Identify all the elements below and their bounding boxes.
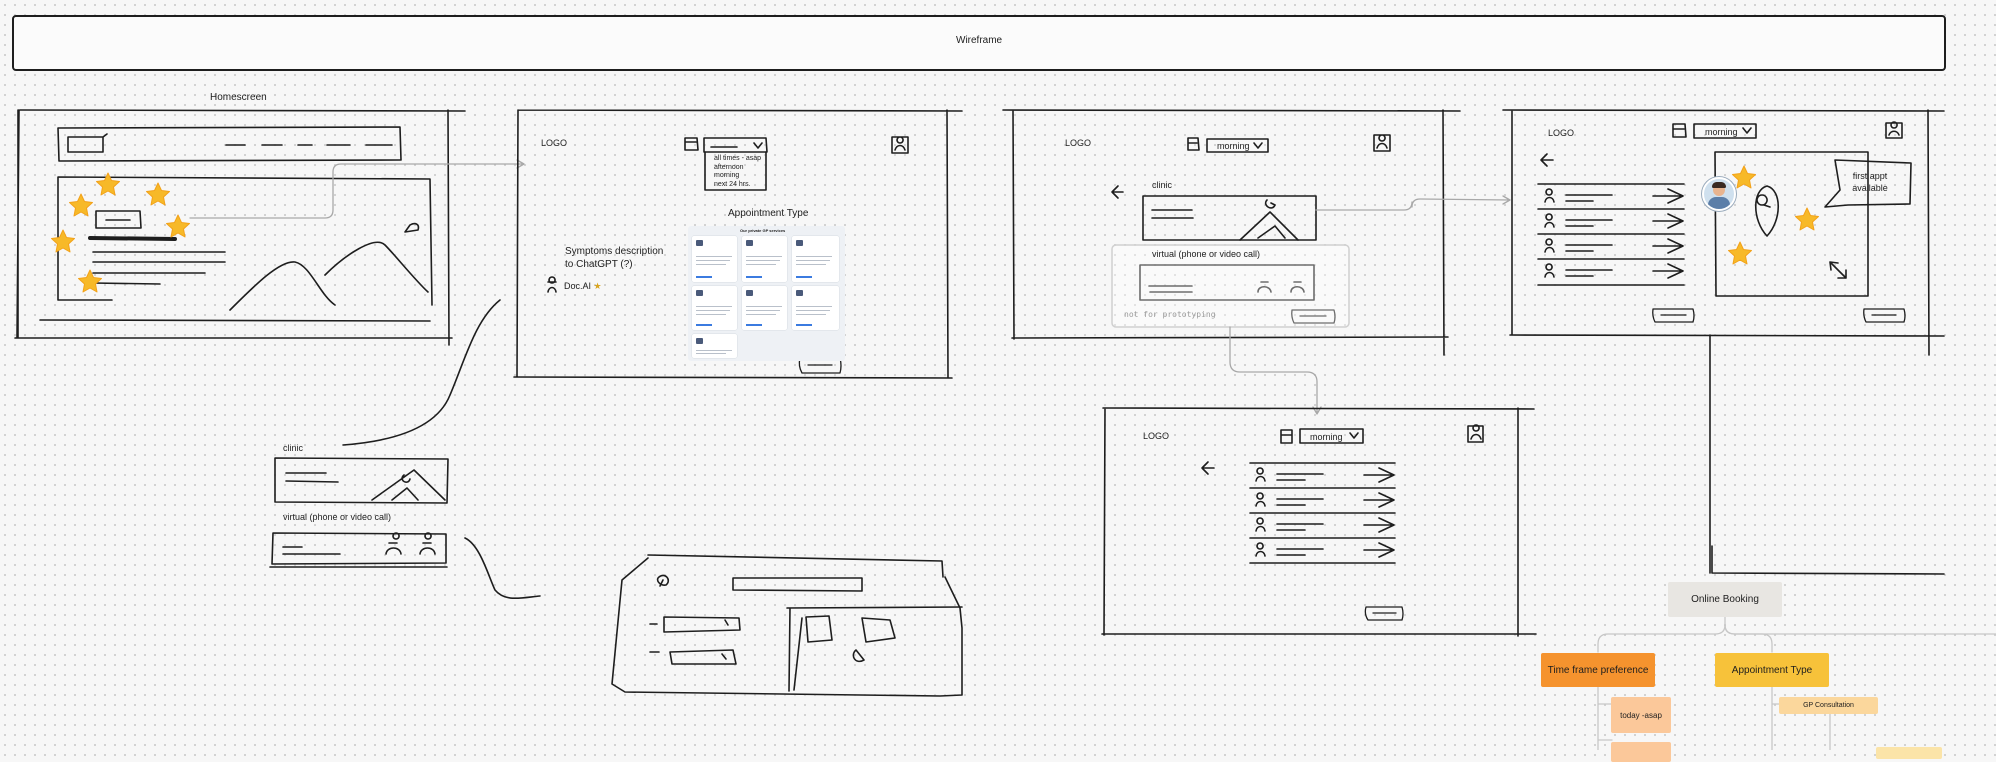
map-stars [1728, 165, 1819, 265]
symptoms-text-line1: Symptoms description [565, 246, 664, 257]
symptoms-text-line2: to ChatGPT (?) [565, 259, 633, 270]
dropdown-option[interactable]: afternoon [714, 163, 744, 171]
clinic-choice-wireframe[interactable] [1002, 109, 1461, 356]
homescreen-label: Homescreen [210, 92, 267, 103]
service-card[interactable] [692, 334, 737, 358]
logo-text: LOGO [1065, 138, 1092, 148]
wireframe-title-frame [12, 15, 1946, 71]
connector-home-to-symptoms [189, 159, 525, 219]
connector-clinic-to-map [1315, 195, 1511, 211]
virtual-label: virtual (phone or video call) [283, 512, 392, 522]
service-card[interactable] [792, 236, 839, 282]
avatar-body [1708, 197, 1730, 209]
homescreen-wireframe[interactable] [14, 109, 466, 346]
service-icon [746, 290, 753, 296]
rating-stars [51, 172, 190, 293]
wireframe-title: Wireframe [956, 35, 1003, 46]
flow-node-today-asap[interactable]: today -asap [1611, 697, 1671, 733]
virtual-list-wireframe[interactable] [1101, 407, 1537, 637]
service-icon [746, 240, 753, 246]
service-icon [696, 338, 703, 344]
doc-ai-text: Doc.AI [564, 281, 592, 291]
symptoms-wireframe[interactable] [513, 109, 963, 379]
service-icon [696, 240, 703, 246]
doc-ai-label[interactable]: Doc.AI ★ [564, 281, 602, 292]
services-panel[interactable]: Our private GP services [688, 226, 845, 361]
flow-node-time-frame-preference[interactable]: Time frame preference [1541, 653, 1655, 687]
map-wireframe[interactable] [1502, 109, 1945, 575]
service-icon [696, 290, 703, 296]
virtual-label: virtual (phone or video call) [1152, 249, 1261, 259]
first-appt-callout: first appt available [1852, 171, 1888, 193]
loose-layout-sketch[interactable] [611, 554, 963, 697]
flow-connectors [1597, 616, 1996, 750]
logo-text: LOGO [1548, 128, 1575, 138]
dropdown-option[interactable]: morning [714, 172, 740, 179]
clinic-label: clinic [1152, 180, 1173, 190]
clinic-label: clinic [283, 443, 304, 453]
connector-virtual-to-list [1229, 326, 1322, 415]
avatar-hair [1712, 182, 1726, 188]
flow-node-placeholder[interactable] [1876, 747, 1942, 759]
service-card[interactable] [742, 236, 787, 282]
service-card[interactable] [692, 286, 737, 330]
dropdown-option[interactable]: all times - asap [714, 155, 762, 162]
time-select[interactable]: morning [1217, 141, 1250, 151]
dropdown-option[interactable]: next 24 hrs. [714, 180, 751, 188]
loose-clinic-sketch[interactable] [269, 299, 541, 600]
logo-text: LOGO [541, 138, 568, 148]
prototype-note: not for prototyping [1124, 310, 1216, 319]
time-dropdown-options[interactable]: all times - asap afternoon morning next … [714, 155, 761, 189]
appointment-type-title: Appointment Type [728, 208, 809, 219]
service-card[interactable] [742, 286, 787, 330]
service-icon [796, 240, 803, 246]
flow-node-appointment-type[interactable]: Appointment Type [1715, 653, 1829, 687]
services-title: Our private GP services [740, 228, 786, 233]
flow-node-gp-consultation[interactable]: GP Consultation [1779, 697, 1878, 714]
service-card[interactable] [692, 236, 737, 282]
service-card[interactable] [792, 286, 839, 330]
service-icon [796, 290, 803, 296]
medal-icon: ★ [593, 281, 602, 291]
time-select[interactable]: morning [1310, 432, 1343, 442]
flow-node-online-booking[interactable]: Online Booking [1668, 582, 1782, 617]
doctor-avatar[interactable] [1702, 177, 1736, 211]
logo-text: LOGO [1143, 431, 1170, 441]
flow-node-placeholder[interactable] [1611, 742, 1671, 762]
time-select[interactable]: morning [1705, 127, 1738, 137]
